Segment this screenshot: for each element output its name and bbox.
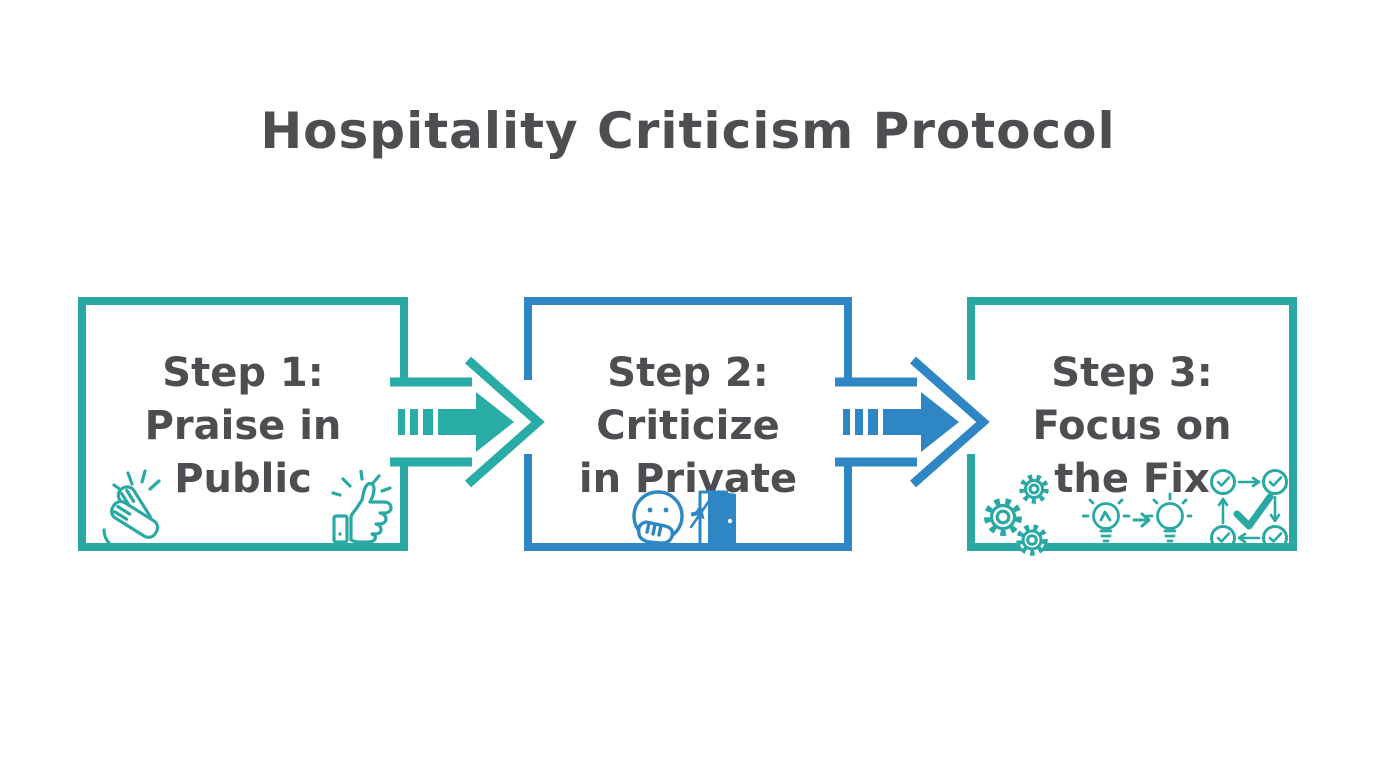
gear-small — [1019, 474, 1049, 504]
face-hand-over-mouth-icon — [632, 490, 684, 545]
step-1-line-1: Step 1: — [162, 350, 324, 396]
thumbs-up-icon — [331, 470, 393, 544]
step-2-line-1: Step 2: — [607, 350, 769, 396]
arrow-2-icon — [835, 356, 990, 488]
step-3-text: Step 3: Focus on the Fix — [975, 347, 1289, 507]
step-3-line-1: Step 3: — [1051, 350, 1213, 396]
step-box-3: Step 3: Focus on the Fix — [967, 297, 1297, 551]
step-2-line-2: Criticize — [596, 403, 780, 450]
clapping-hands-icon — [102, 469, 161, 546]
task-check-cycle-icon — [1210, 469, 1288, 551]
gear-medium — [1016, 524, 1048, 556]
step-3-line-3: the Fix — [1054, 456, 1210, 503]
step-3-line-2: Focus on — [1032, 403, 1232, 450]
step-2-text: Step 2: Criticize in Private — [532, 347, 844, 507]
bulb-dim — [1082, 498, 1131, 543]
arrow-1-icon — [390, 356, 545, 488]
bulb-lit — [1145, 492, 1192, 543]
step-2-line-3: in Private — [578, 456, 798, 503]
step-1-line-2: Praise in — [144, 403, 342, 450]
step-1-line-3: Public — [174, 456, 312, 503]
page-title: Hospitality Criticism Protocol — [260, 102, 1116, 160]
gears-icon — [984, 474, 1049, 556]
gear-large — [984, 498, 1022, 536]
step-1-text: Step 1: Praise in Public — [86, 347, 400, 507]
door-icon — [698, 490, 736, 550]
idea-transfer-icon — [1082, 492, 1192, 543]
